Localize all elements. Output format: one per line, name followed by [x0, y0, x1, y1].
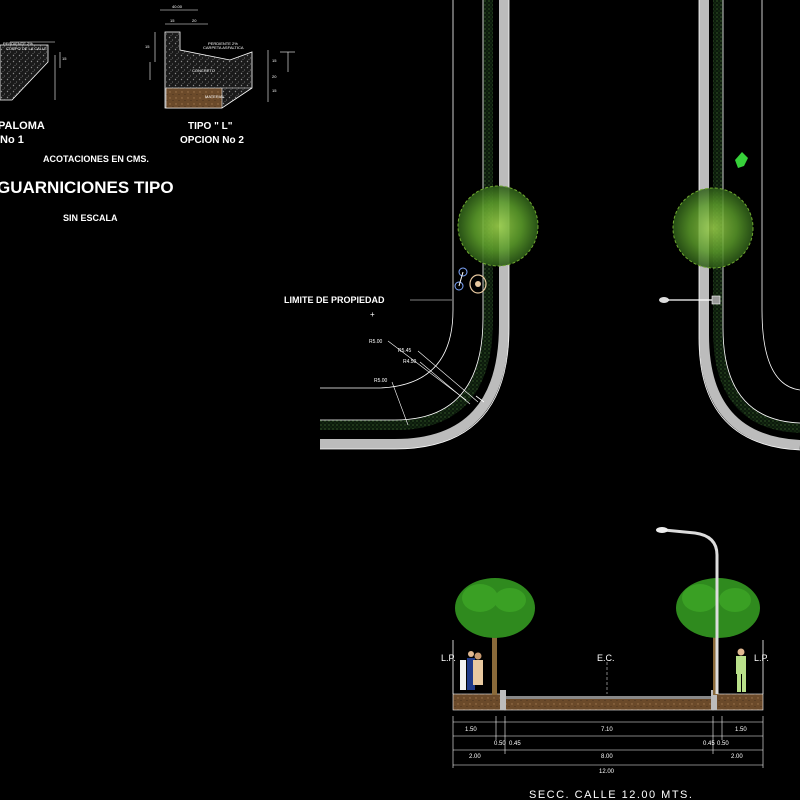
people-icon [469, 274, 487, 294]
svg-text:20: 20 [192, 18, 197, 23]
tree-left [455, 578, 535, 695]
radius-label-4: R5.00 [374, 378, 388, 384]
street-section [452, 527, 764, 768]
property-limit-label: LIMITE DE PROPIEDAD [284, 295, 385, 305]
svg-text:15: 15 [145, 44, 150, 49]
lamp-post-icon [659, 295, 721, 305]
dim-road: 7.10 [601, 727, 613, 733]
svg-text:40.00: 40.00 [172, 4, 183, 9]
dim-curb-left-1: 0.50 [494, 741, 506, 747]
svg-text:15: 15 [170, 18, 175, 23]
dim-curb-left-2: 0.45 [509, 741, 521, 747]
figure-icon [735, 152, 748, 168]
svg-text:+: + [370, 310, 375, 319]
dim-left-total: 2.00 [469, 754, 481, 760]
svg-text:PERDIENTE 2%: PERDIENTE 2% [208, 41, 238, 46]
curb-detail-paloma: PERDIENTE 2% CORPO DE LA CALLE 15 [0, 41, 67, 101]
people-left-icon [460, 651, 483, 690]
svg-text:15: 15 [272, 58, 277, 63]
svg-text:CORPO DE LA CALLE: CORPO DE LA CALLE [6, 46, 47, 51]
type-l-title: TIPO " L" [188, 121, 233, 132]
section-center-ec: E.C. [597, 653, 615, 663]
streetlight-icon [656, 527, 719, 694]
paloma-title: PALOMA [0, 120, 45, 132]
scale-note: SIN ESCALA [63, 213, 118, 223]
curb-detail-type-l: 40.00 15 20 15 PERDIENTE 2% CARPETA ASFA… [145, 4, 295, 109]
curb-types-title: GUARNICIONES TIPO [0, 178, 174, 197]
bicycle-icon [454, 267, 468, 291]
section-caption: SECC. CALLE 12.00 MTS. [529, 789, 693, 800]
radius-label-2: R5.45 [398, 348, 412, 354]
paloma-option: No 1 [0, 134, 24, 146]
dim-overall: 12.00 [599, 769, 615, 775]
section-left-lp: L.P. [441, 653, 456, 663]
radius-label-3: R4.50 [403, 359, 417, 365]
dim-sidewalk-right: 1.50 [735, 727, 747, 733]
svg-text:15: 15 [62, 56, 67, 61]
dim-right-total: 2.00 [731, 754, 743, 760]
type-l-option: OPCION No 2 [180, 135, 244, 146]
svg-text:15: 15 [272, 88, 277, 93]
dim-center-total: 8.00 [601, 754, 613, 760]
section-right-lp: L.P. [754, 653, 769, 663]
dim-sidewalk-left: 1.50 [465, 727, 477, 733]
svg-text:MATERIAL: MATERIAL [205, 94, 225, 99]
svg-text:PERDIENTE 2%: PERDIENTE 2% [3, 41, 33, 46]
radius-label-1: R5.00 [369, 339, 383, 345]
dim-curb-right-2: 0.50 [717, 741, 729, 747]
dim-curb-right-1: 0.45 [703, 741, 715, 747]
person-right-icon [736, 648, 746, 692]
dims-note: ACOTACIONES EN CMS. [43, 154, 149, 164]
svg-text:CARPETA ASFALTICA: CARPETA ASFALTICA [203, 45, 244, 50]
svg-text:CONCRETO: CONCRETO [192, 68, 215, 73]
plan-view: + [320, 0, 800, 451]
svg-text:20: 20 [272, 74, 277, 79]
